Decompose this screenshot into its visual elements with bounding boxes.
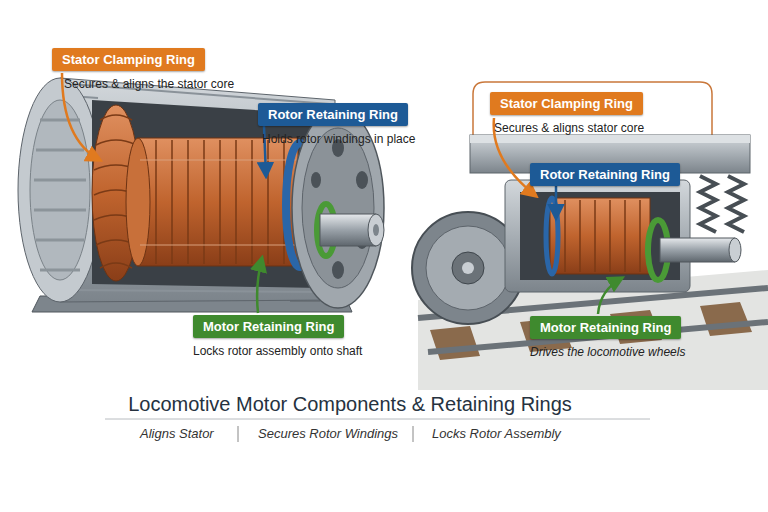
part-label: Stator Clamping RingSecures & aligns sta… bbox=[490, 92, 643, 115]
part-description: Secures & aligns the stator core bbox=[64, 77, 234, 91]
part-name: Stator Clamping Ring bbox=[62, 52, 195, 67]
caption-item: Locks Rotor Assembly bbox=[432, 426, 561, 441]
part-description: Secures & aligns stator core bbox=[494, 121, 644, 135]
right-bogie bbox=[412, 82, 768, 390]
diagram-title: Locomotive Motor Components & Retaining … bbox=[0, 393, 700, 416]
part-description: Drives the locomotive wheels bbox=[530, 345, 685, 359]
separator bbox=[238, 426, 239, 442]
part-name: Stator Clamping Ring bbox=[500, 96, 633, 111]
part-label: Rotor Retaining RingHolds rotor windings… bbox=[258, 103, 408, 126]
caption-item: Secures Rotor Windings bbox=[258, 426, 398, 441]
part-description: Holds rotor windings in place bbox=[262, 132, 415, 146]
part-name: Motor Retaining Ring bbox=[203, 319, 334, 334]
caption-item: Aligns Stator bbox=[140, 426, 214, 441]
part-label: Motor Retaining RingLocks rotor assembly… bbox=[193, 315, 344, 338]
part-label: Stator Clamping RingSecures & aligns the… bbox=[52, 48, 205, 71]
part-name: Motor Retaining Ring bbox=[540, 320, 671, 335]
part-name: Rotor Retaining Ring bbox=[268, 107, 398, 122]
separator bbox=[413, 426, 414, 442]
part-name: Rotor Retaining Ring bbox=[540, 167, 670, 182]
part-label: Rotor Retaining Ring bbox=[530, 163, 680, 186]
rule-line bbox=[105, 419, 650, 420]
part-description: Locks rotor assembly onto shaft bbox=[193, 344, 362, 358]
part-label: Motor Retaining RingDrives the locomotiv… bbox=[530, 316, 681, 339]
